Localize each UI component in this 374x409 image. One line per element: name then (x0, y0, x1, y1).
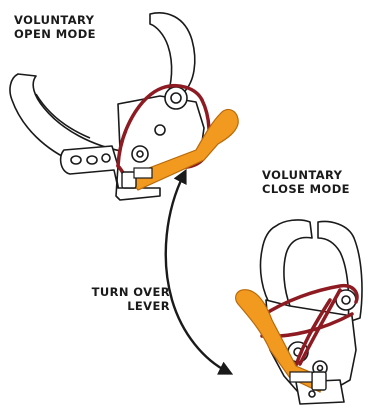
turn-over-label-line1: TURN OVER (72, 285, 170, 299)
screw (71, 156, 81, 164)
turn-over-lever-label: TURN OVER LEVER (72, 285, 170, 313)
pin (155, 125, 165, 135)
turn-over-label-line2: LEVER (72, 299, 170, 313)
close-mode-label: VOLUNTARY CLOSE MODE (262, 168, 350, 196)
close-mode-label-line2: CLOSE MODE (262, 182, 350, 196)
curved-double-arrow-icon (166, 174, 228, 372)
screw (102, 154, 110, 162)
open-mode-label-line2: OPEN MODE (14, 27, 96, 41)
open-mode-label: VOLUNTARY OPEN MODE (14, 13, 96, 41)
screw (309, 391, 315, 397)
pivot-hub (171, 93, 181, 103)
open-mode-label-line1: VOLUNTARY (14, 13, 96, 27)
close-mode-label-line1: VOLUNTARY (262, 168, 350, 182)
screw (87, 156, 97, 164)
